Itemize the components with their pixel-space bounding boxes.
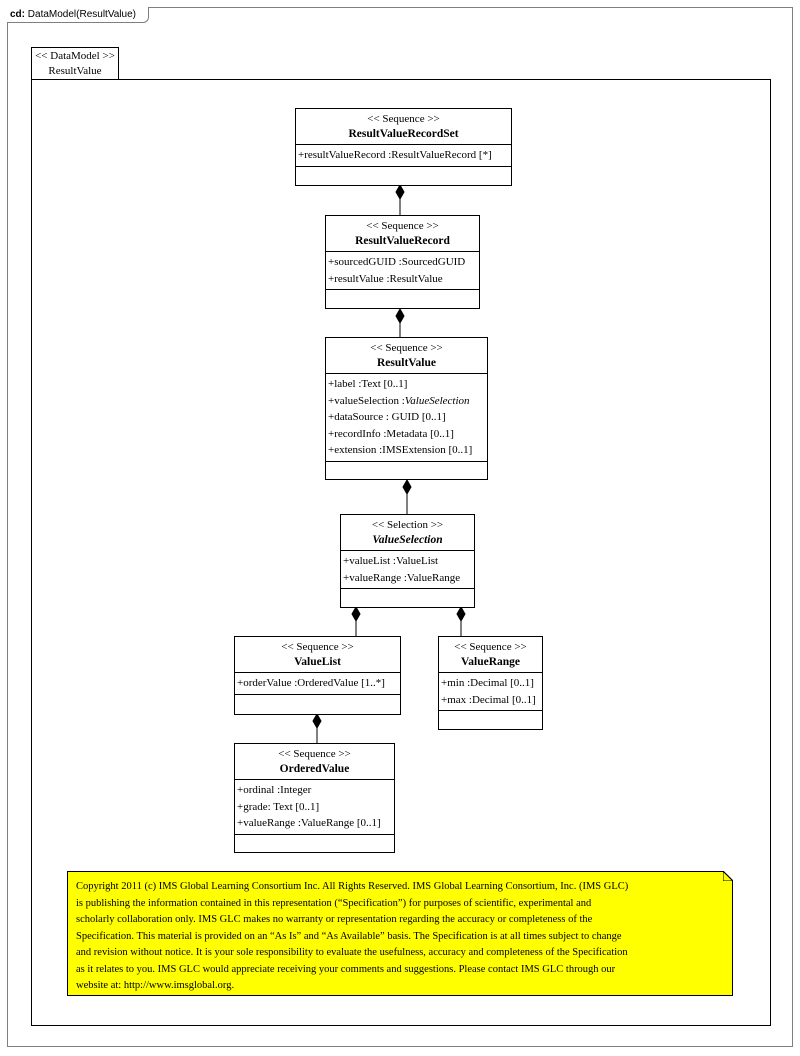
class-attribute: +valueRange :ValueRange — [343, 571, 461, 584]
class-value-list[interactable]: << Sequence >> ValueList +orderValue :Ord… — [234, 636, 401, 715]
class-stereotype: << Sequence >> — [454, 641, 527, 653]
class-operations — [326, 462, 487, 476]
class-attribute: +extension :IMSExtension [0..1] — [328, 444, 473, 456]
class-value-selection[interactable]: << Selection >> ValueSelection +valueList… — [340, 514, 475, 608]
package-stereotype: << DataModel >> — [35, 50, 115, 62]
class-name: ValueList — [294, 656, 341, 668]
class-attribute: +sourcedGUID :SourcedGUID — [328, 256, 466, 268]
class-stereotype: << Sequence >> — [366, 220, 439, 232]
composition-diamond — [395, 183, 405, 201]
class-ordered-value[interactable]: << Sequence >> OrderedValue +ordinal :Int… — [234, 743, 395, 853]
note-line: website at: http://www.imsglobal.org. — [76, 980, 235, 991]
class-name: OrderedValue — [279, 763, 350, 775]
class-stereotype: << Sequence >> — [281, 641, 354, 653]
class-attribute: +valueSelection :ValueSelection — [328, 394, 470, 407]
class-name: ResultValueRecord — [355, 235, 450, 247]
class-name: ResultValue — [377, 357, 436, 369]
note-line: Copyright 2011 (c) IMS Global Learning C… — [76, 881, 629, 892]
class-attribute: +resultValueRecord :ResultValueRecord [*… — [298, 149, 492, 161]
class-operations — [326, 290, 479, 304]
class-attribute: +dataSource : GUID [0..1] — [328, 411, 446, 423]
package-tab[interactable]: << DataModel >> ResultValue — [31, 47, 119, 80]
composition-diamond — [312, 712, 322, 730]
note-line: and revision without notice. It is your … — [76, 947, 628, 958]
composition-diamond — [456, 605, 466, 623]
class-operations — [235, 835, 394, 849]
package-name: ResultValue — [48, 65, 102, 77]
class-result-value-record[interactable]: << Sequence >> ResultValueRecord +sourced… — [325, 215, 480, 309]
note-folded-corner — [723, 871, 733, 881]
class-attribute: +ordinal :Integer — [237, 784, 312, 796]
class-operations — [296, 167, 511, 181]
class-value-range[interactable]: << Sequence >> ValueRange +min :Decimal [… — [438, 636, 543, 730]
copyright-note[interactable]: Copyright 2011 (c) IMS Global Learning C… — [67, 871, 733, 996]
package-body — [31, 79, 771, 1026]
class-attribute: +orderValue :OrderedValue [1..*] — [237, 677, 385, 689]
class-attribute: +valueRange :ValueRange [0..1] — [237, 817, 381, 829]
class-operations — [235, 695, 400, 709]
class-attribute: +max :Decimal [0..1] — [441, 693, 536, 706]
class-result-value[interactable]: << Sequence >> ResultValue +label :Text [… — [325, 337, 488, 480]
class-result-value-record-set[interactable]: << Sequence >> ResultValueRecordSet +resu… — [295, 108, 512, 186]
note-line: scholarly collaboration only. IMS GLC ma… — [76, 914, 593, 925]
class-name: ValueSelection — [372, 534, 443, 546]
class-attribute: +valueList :ValueList — [343, 555, 439, 567]
class-attribute: +resultValue :ResultValue — [328, 272, 443, 285]
class-stereotype: << Sequence >> — [367, 113, 440, 125]
composition-diamond — [351, 605, 361, 623]
class-attribute: +grade: Text [0..1] — [237, 800, 320, 813]
frame-kind: cd: — [10, 9, 25, 20]
note-line: Specification. This material is provided… — [76, 930, 622, 942]
composition-diamond — [402, 478, 412, 496]
frame-title: DataModel(ResultValue) — [27, 9, 136, 20]
class-attribute: +min :Decimal [0..1] — [441, 677, 534, 689]
class-name: ValueRange — [461, 656, 520, 668]
note-line: as it relates to you. IMS GLC would appr… — [76, 963, 616, 975]
composition-diamond — [395, 307, 405, 325]
class-attribute: +recordInfo :Metadata [0..1] — [328, 427, 454, 440]
class-name: ResultValueRecordSet — [348, 128, 459, 140]
class-stereotype: << Sequence >> — [370, 342, 443, 354]
diagram-frame — [7, 7, 793, 1047]
note-line: is publishing the information contained … — [76, 897, 592, 909]
class-operations — [439, 711, 542, 725]
class-attribute: +label :Text [0..1] — [328, 378, 408, 390]
frame-title-tab: cd: DataModel(ResultValue) — [7, 7, 149, 23]
class-stereotype: << Sequence >> — [278, 748, 351, 760]
class-stereotype: << Selection >> — [371, 519, 444, 531]
class-operations — [341, 589, 474, 603]
